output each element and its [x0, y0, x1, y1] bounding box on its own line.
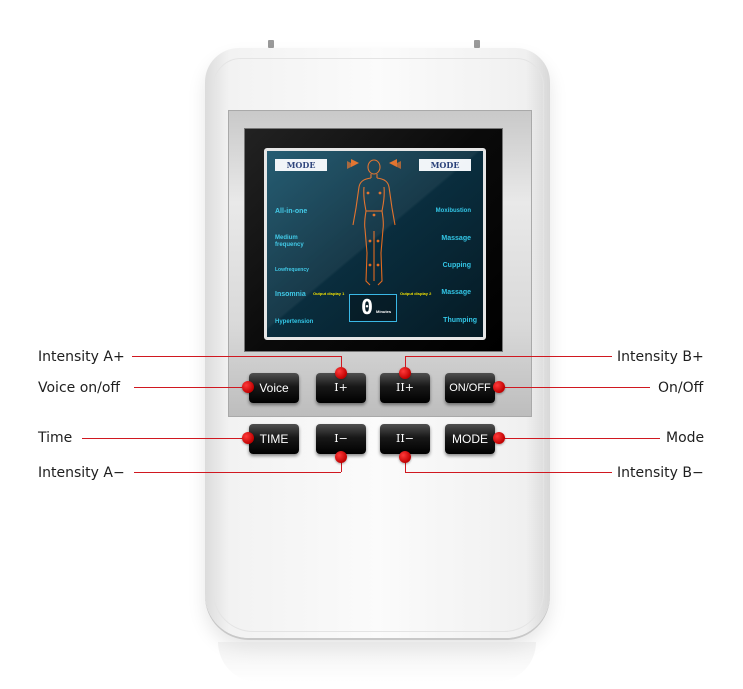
- callout-label-intensity-a-plus: Intensity A+: [38, 349, 125, 365]
- time-button[interactable]: TIME: [249, 424, 299, 454]
- callout-label-intensity-b-plus: Intensity B+: [617, 349, 704, 365]
- callout-line: [405, 356, 612, 357]
- callout-line: [134, 387, 248, 388]
- callout-dot: [335, 451, 347, 463]
- lcd-mode-item: Moxibustion: [435, 208, 471, 214]
- intensity-a-down-button[interactable]: I−: [316, 424, 366, 454]
- lcd-mode-item: Hypertension: [275, 319, 314, 325]
- device-rim: [213, 58, 544, 632]
- callout-line: [504, 387, 650, 388]
- callout-line: [132, 356, 341, 357]
- callout-label-intensity-b-minus: Intensity B−: [617, 465, 704, 481]
- callout-dot: [493, 432, 505, 444]
- lcd-timer-display: 0 Minutes: [349, 294, 397, 322]
- callout-label-time: Time: [38, 430, 73, 446]
- callout-line: [405, 472, 612, 473]
- callout-label-voice-on-off: Voice on/off: [38, 380, 121, 396]
- lcd-timer-value: 0: [361, 295, 374, 319]
- lcd-mode-label-left: MODE: [275, 159, 327, 171]
- lcd-output-b-label: Output display 2: [400, 291, 432, 296]
- callout-line: [134, 472, 341, 473]
- callout-dot: [242, 432, 254, 444]
- callout-line: [405, 356, 406, 367]
- lcd-output-a-label: Output display 1: [313, 291, 345, 296]
- callout-line: [341, 460, 342, 472]
- callout-dot: [399, 451, 411, 463]
- callout-dot: [493, 381, 505, 393]
- callout-line: [341, 356, 342, 367]
- intensity-a-up-button[interactable]: I+: [316, 373, 366, 403]
- callout-line: [405, 460, 406, 472]
- callout-dot: [335, 367, 347, 379]
- lcd-screen: MODE MODE All-in-one: [264, 148, 486, 340]
- lcd-mode-item: All-in-one: [275, 208, 308, 215]
- lcd-mode-item: Thumping: [443, 317, 477, 324]
- device-reflection: [218, 642, 536, 682]
- callout-label-on-off: On/Off: [658, 380, 704, 396]
- lcd-timer-unit: Minutes: [376, 309, 392, 314]
- mode-button[interactable]: MODE: [445, 424, 495, 454]
- top-connector-left: [268, 40, 274, 48]
- callout-label-mode: Mode: [666, 430, 705, 446]
- lcd-mode-item: Insomnia: [275, 291, 306, 298]
- top-connector-right: [474, 40, 480, 48]
- callout-line: [82, 438, 248, 439]
- callout-label-intensity-a-minus: Intensity A−: [38, 465, 125, 481]
- lcd-mode-label-right: MODE: [419, 159, 471, 171]
- lcd-mode-item: Cupping: [442, 262, 471, 269]
- lcd-mode-item: Lowfrequency: [275, 267, 309, 273]
- callout-dot: [399, 367, 411, 379]
- lcd-mode-item: Massage: [441, 235, 471, 242]
- on-off-button[interactable]: ON/OFF: [445, 373, 495, 403]
- callout-dot: [242, 381, 254, 393]
- lcd-mode-item: Massage: [441, 289, 471, 296]
- callout-line: [504, 438, 660, 439]
- human-body-icon: [347, 159, 401, 286]
- lcd-mode-item: Medium frequency: [275, 235, 304, 248]
- voice-button[interactable]: Voice: [249, 373, 299, 403]
- intensity-b-down-button[interactable]: II−: [380, 424, 430, 454]
